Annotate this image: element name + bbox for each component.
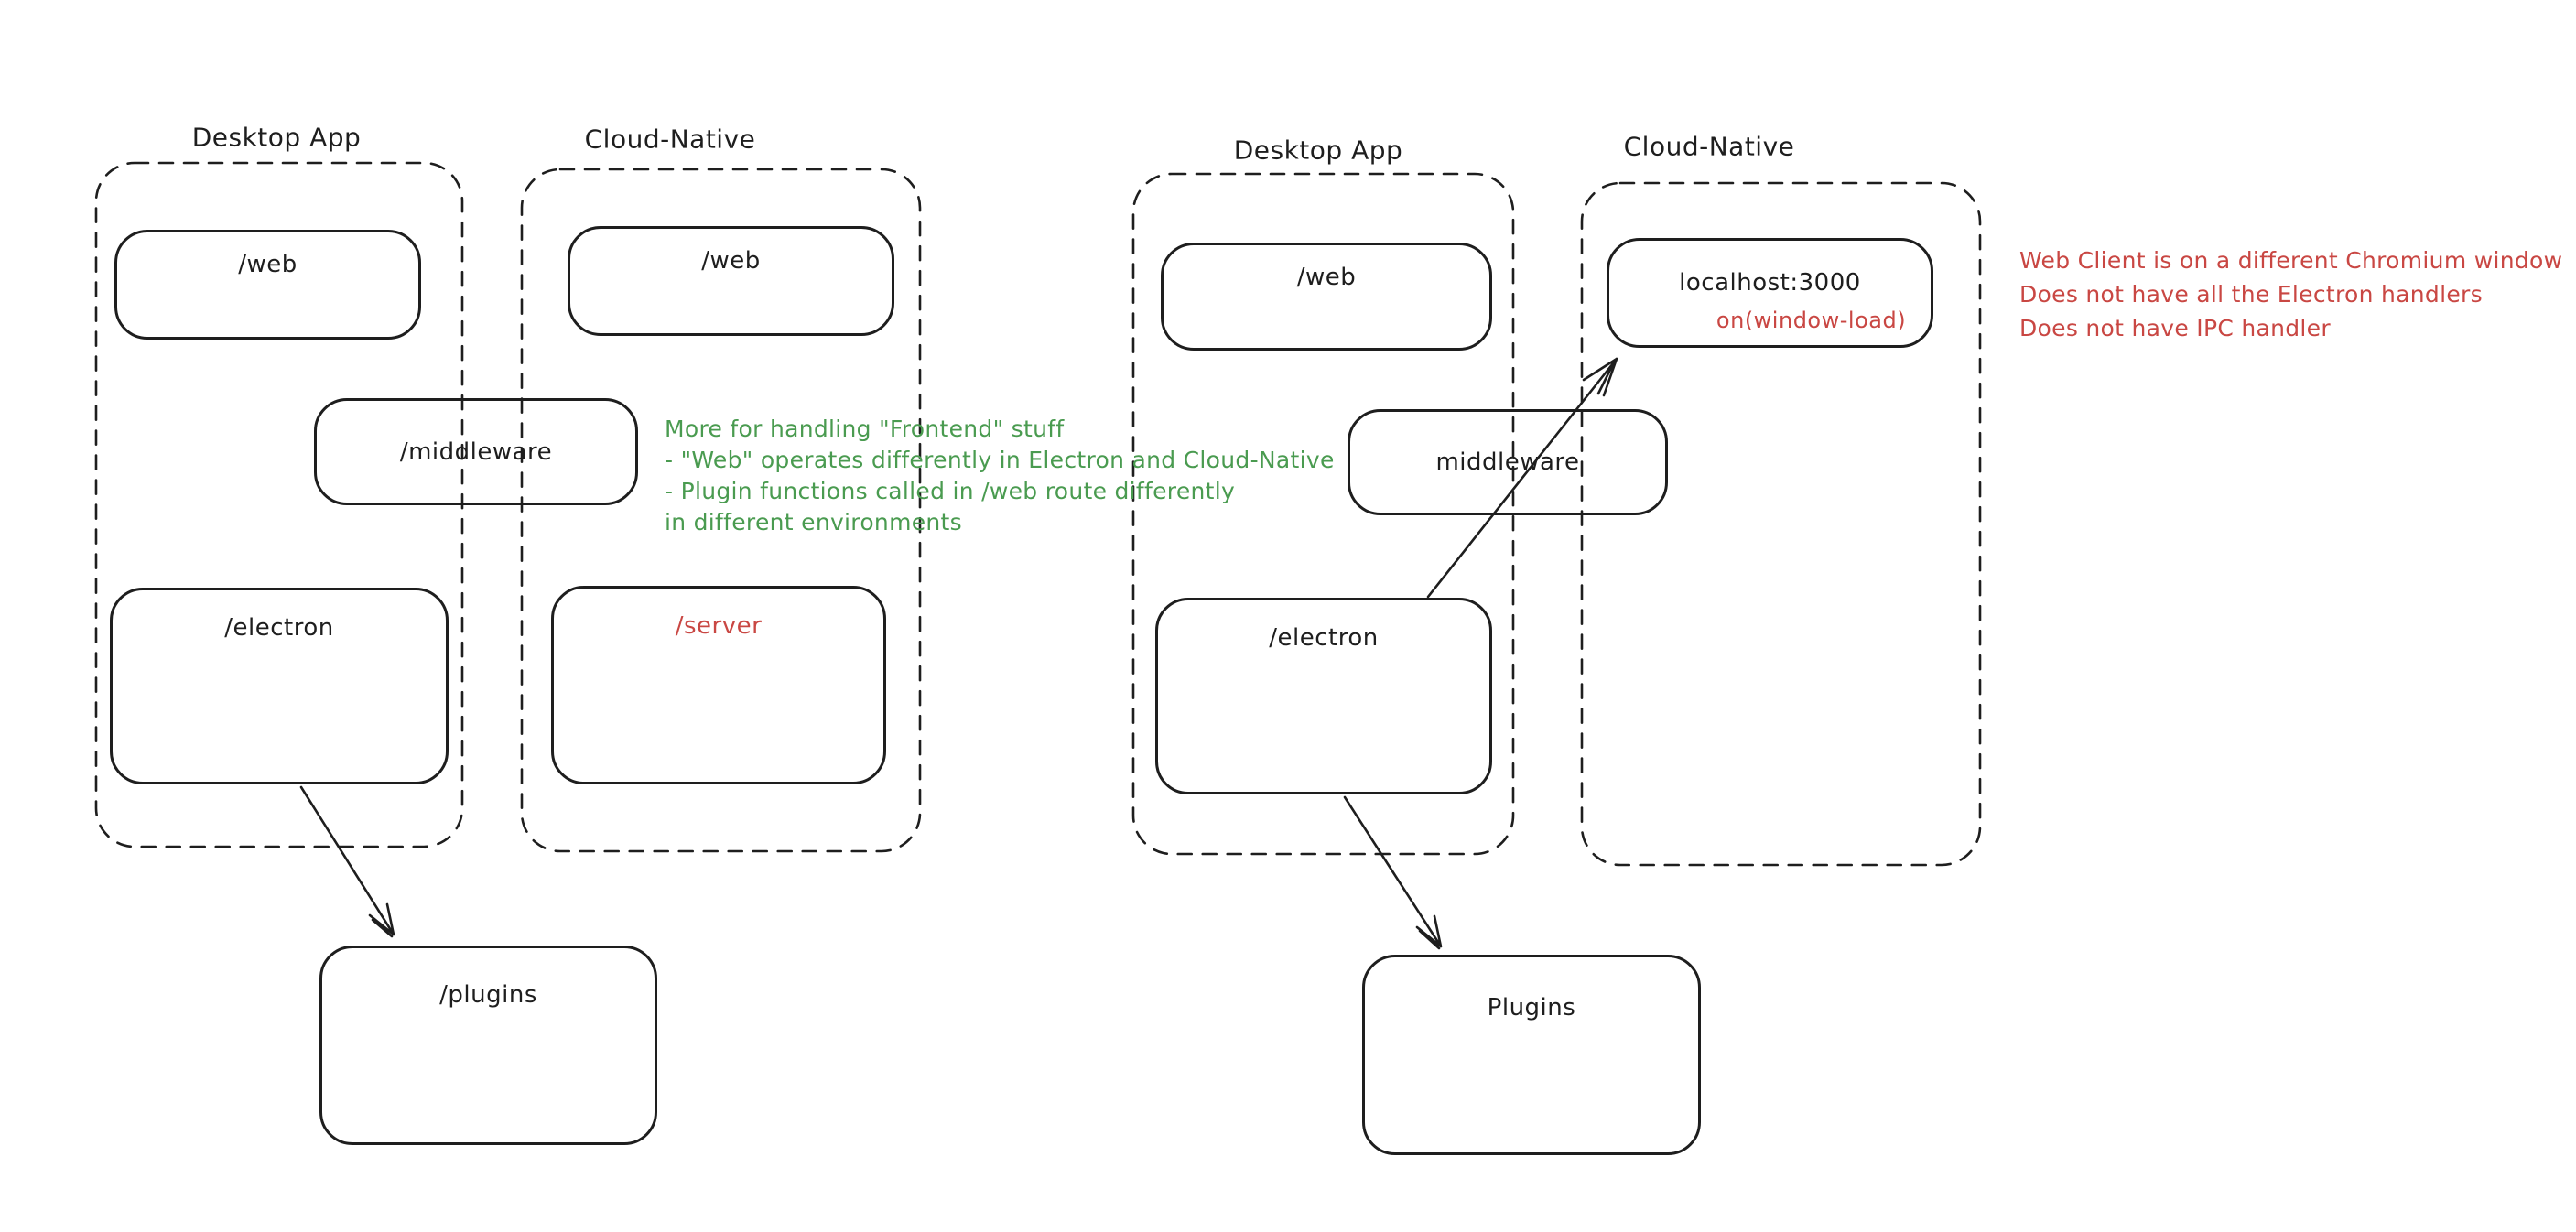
green-note-line-1: More for handling "Frontend" stuff (665, 416, 1065, 442)
red-note-line-2: Does not have all the Electron handlers (2019, 281, 2483, 308)
container-cloud-native-left (520, 168, 922, 853)
green-note-line-2: - "Web" operates differently in Electron… (665, 447, 1335, 473)
container-cloud-native-right (1580, 181, 1982, 867)
box-localhost-on-window-load-label: on(window-load) (1716, 308, 1907, 333)
box-middleware-right-label: middleware (1435, 448, 1580, 476)
green-note-line-4: in different environments (665, 509, 962, 535)
red-note: Web Client is on a different Chromium wi… (2019, 243, 2562, 345)
box-plugins-right-label: Plugins (1487, 994, 1576, 1021)
box-plugins-right: Plugins (1362, 955, 1701, 1155)
box-server-left: /server (551, 586, 886, 784)
green-note-line-3: - Plugin functions called in /web route … (665, 478, 1236, 504)
box-web-cloud-left-label: /web (701, 247, 761, 275)
box-middleware-left: /middleware (314, 398, 638, 505)
arrow-electron-to-plugins-left (299, 785, 395, 938)
container-label-cloud-native-right: Cloud-Native (1623, 131, 1795, 162)
container-label-cloud-native-left: Cloud-Native (584, 124, 756, 155)
box-electron-right: /electron (1155, 598, 1492, 794)
box-web-desktop-left-label: /web (238, 251, 298, 278)
green-note: More for handling "Frontend" stuff - "We… (665, 414, 1335, 538)
box-web-desktop-right-label: /web (1296, 264, 1357, 291)
red-note-line-3: Does not have IPC handler (2019, 315, 2331, 341)
container-desktop-app-right (1131, 172, 1515, 856)
red-note-line-1: Web Client is on a different Chromium wi… (2019, 247, 2563, 274)
box-plugins-left: /plugins (319, 946, 657, 1145)
arrow-electron-to-plugins-right (1343, 795, 1443, 950)
box-middleware-right: middleware (1348, 409, 1668, 515)
container-label-desktop-app-left: Desktop App (191, 122, 362, 153)
box-localhost: localhost:3000 on(window-load) (1607, 238, 1933, 348)
box-web-desktop-right: /web (1161, 243, 1492, 351)
box-localhost-label: localhost:3000 (1679, 269, 1861, 297)
box-server-left-label: /server (675, 612, 763, 640)
box-plugins-left-label: /plugins (439, 981, 537, 1009)
arrow-electron-to-localhost (1426, 357, 1618, 599)
box-electron-left: /electron (110, 588, 449, 784)
box-electron-right-label: /electron (1269, 624, 1379, 652)
box-web-cloud-left: /web (568, 226, 894, 336)
box-electron-left-label: /electron (224, 614, 334, 642)
box-middleware-left-label: /middleware (399, 438, 553, 466)
container-label-desktop-app-right: Desktop App (1233, 135, 1403, 166)
box-web-desktop-left: /web (114, 230, 421, 340)
